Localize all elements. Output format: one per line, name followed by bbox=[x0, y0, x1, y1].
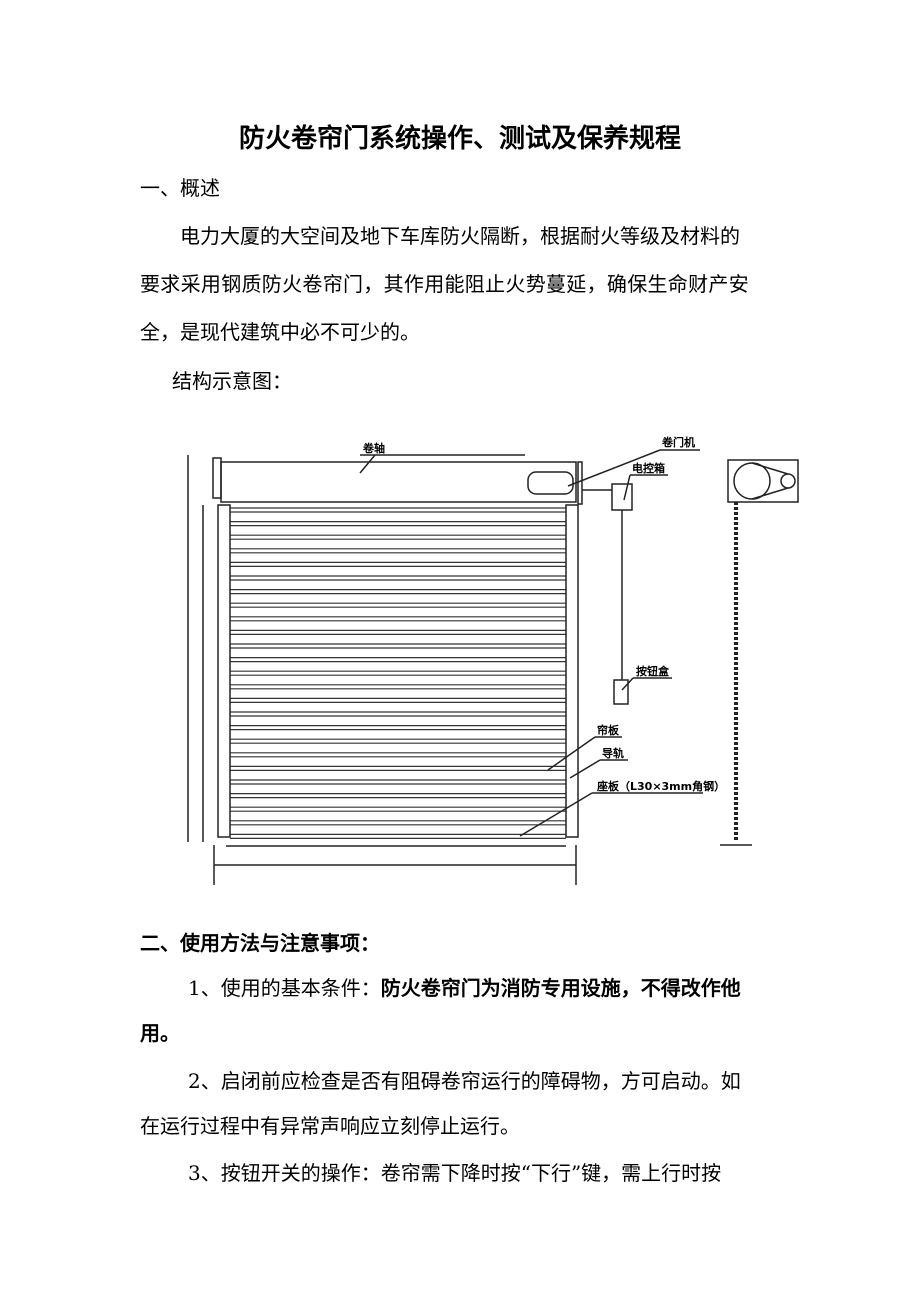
label-control-box: 电控箱 bbox=[632, 461, 665, 475]
item2-line: 2、启闭前应检查是否有阻碍卷帘运行的障碍物，方可启动。如 bbox=[188, 1069, 741, 1093]
label-bottom-plate: 座板（L30×3mm角钢） bbox=[596, 779, 725, 793]
label-guide-rail: 导轨 bbox=[602, 746, 624, 760]
label-motor: 卷门机 bbox=[661, 435, 695, 449]
section-heading-usage: 二、使用方法与注意事项： bbox=[140, 931, 380, 955]
item1-prefix: 1、使用的基本条件： bbox=[188, 976, 381, 1000]
item1-bold-text: 防火卷帘门为消防专用设施，不得改作他 bbox=[380, 976, 741, 1000]
diagram-caption: 结构示意图： bbox=[172, 369, 292, 393]
label-curtain: 帘板 bbox=[597, 723, 620, 737]
paragraph-line: 电力大厦的大空间及地下车库防火隔断，根据耐火等级及材料的 bbox=[180, 224, 740, 248]
section-heading-overview: 一、概述 bbox=[140, 176, 220, 200]
item2-line: 在运行过程中有异常声响应立刻停止运行。 bbox=[140, 1114, 520, 1138]
item3-line: 3、按钮开关的操作：卷帘需下降时按“下行”键，需上行时按 bbox=[188, 1161, 722, 1185]
item1-bold-text-cont: 用。 bbox=[140, 1021, 180, 1045]
document-title: 防火卷帘门系统操作、测试及保养规程 bbox=[238, 124, 681, 154]
paragraph-line: 要求采用钢质防火卷帘门，其作用能阻止火势蔓延，确保生命财产安 bbox=[140, 272, 749, 296]
paragraph-line: 全，是现代建筑中必不可少的。 bbox=[140, 320, 420, 344]
label-shaft: 卷轴 bbox=[362, 441, 385, 455]
label-button-box: 按钮盒 bbox=[636, 664, 670, 678]
